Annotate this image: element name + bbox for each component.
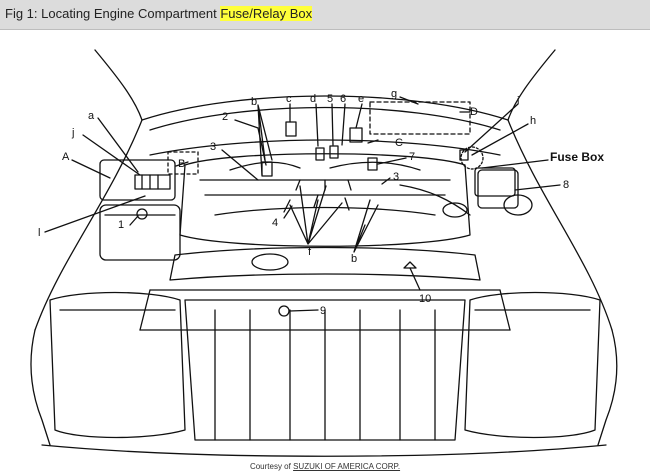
label-4: 4 bbox=[272, 217, 278, 229]
label-6: 6 bbox=[340, 93, 346, 105]
figure-header: Fig 1: Locating Engine Compartment Fuse/… bbox=[0, 0, 650, 30]
label-h: h bbox=[530, 115, 536, 127]
label-B: B bbox=[178, 158, 185, 170]
label-9: 9 bbox=[320, 305, 326, 317]
engine-compartment-diagram: a j A B l 1 2 b c d 5 6 e g D i h Fuse B… bbox=[30, 49, 618, 457]
label-j: j bbox=[71, 127, 74, 139]
label-e: e bbox=[358, 93, 364, 105]
label-7: 7 bbox=[409, 151, 415, 163]
label-3-left: 3 bbox=[210, 141, 216, 153]
label-10: 10 bbox=[419, 293, 431, 305]
label-f: f bbox=[308, 246, 312, 258]
label-b-bottom: b bbox=[351, 253, 357, 265]
label-l: l bbox=[38, 227, 40, 239]
label-b-top: b bbox=[251, 96, 257, 108]
figure-title: Fig 1: Locating Engine Compartment Fuse/… bbox=[5, 6, 313, 21]
courtesy-caption: Courtesy of SUZUKI OF AMERICA CORP. bbox=[0, 462, 650, 471]
label-i: i bbox=[517, 95, 519, 107]
label-d: d bbox=[310, 93, 316, 105]
label-fuse-box: Fuse Box bbox=[550, 150, 604, 164]
label-8: 8 bbox=[563, 179, 569, 191]
label-a: a bbox=[88, 110, 95, 122]
label-5: 5 bbox=[327, 93, 333, 105]
label-3-right: 3 bbox=[393, 171, 399, 183]
label-2: 2 bbox=[222, 111, 228, 123]
figure-title-text: Fig 1: Locating Engine Compartment bbox=[5, 6, 221, 21]
label-c: c bbox=[286, 93, 292, 105]
label-C: C bbox=[395, 137, 403, 149]
courtesy-prefix: Courtesy of bbox=[249, 462, 294, 471]
courtesy-link[interactable]: SUZUKI OF AMERICA CORP. bbox=[293, 462, 401, 471]
label-A: A bbox=[62, 151, 70, 163]
label-D: D bbox=[470, 106, 478, 118]
label-1: 1 bbox=[118, 219, 124, 231]
label-g: g bbox=[391, 88, 397, 100]
figure-title-highlight: Fuse/Relay Box bbox=[220, 6, 313, 21]
